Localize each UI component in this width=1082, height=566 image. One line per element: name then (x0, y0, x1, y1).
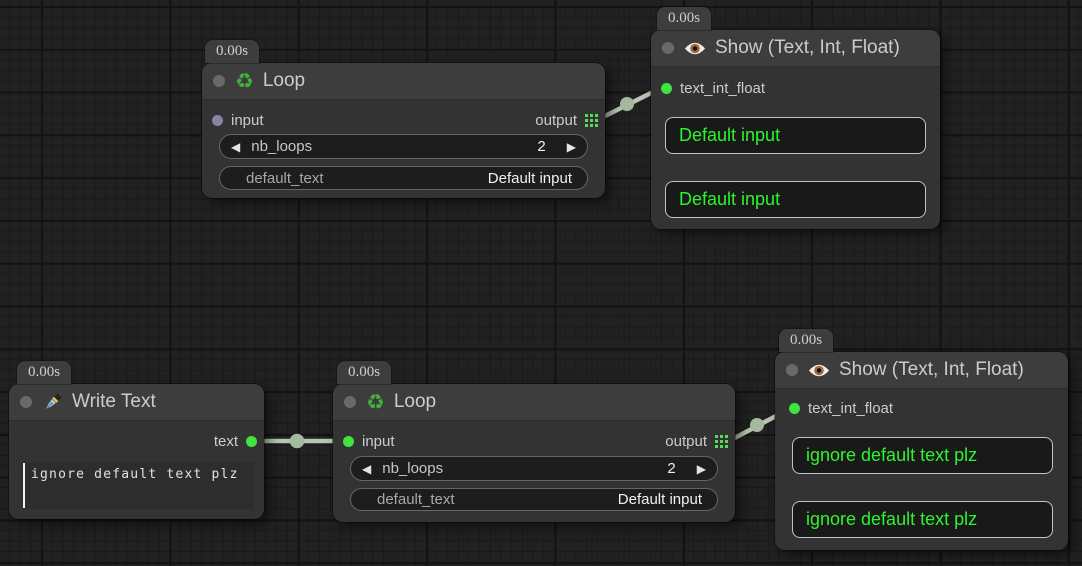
execution-time-badge: 0.00s (779, 329, 834, 352)
nb-loops-widget[interactable]: ◀ nb_loops 2 ▶ (350, 456, 718, 481)
widget-label: nb_loops (382, 460, 444, 477)
increment-arrow-icon[interactable]: ▶ (696, 461, 706, 476)
input-slot-dot[interactable] (212, 114, 223, 126)
increment-arrow-icon[interactable]: ▶ (566, 139, 576, 154)
text-display-box: Default input (665, 117, 926, 154)
node-title: Loop (262, 70, 306, 91)
output-slot-dot[interactable] (246, 435, 257, 447)
output-grid-icon[interactable] (715, 434, 728, 448)
default-text-widget[interactable]: default_text Default input (219, 166, 588, 190)
output-slot-label: output (665, 432, 707, 450)
fountain-pen-icon (42, 392, 63, 413)
input-slot-label: text_int_float (808, 399, 894, 417)
node-loop-top[interactable]: 0.00s ♻ Loop input output (202, 40, 605, 198)
input-slot-label: text_int_float (680, 79, 766, 97)
execution-time-badge: 0.00s (17, 361, 72, 384)
text-input-area[interactable]: ignore default text plz (22, 462, 254, 509)
input-slot-dot[interactable] (789, 402, 800, 414)
input-slot-label: input (362, 432, 395, 450)
link-midpoint-dot[interactable] (620, 97, 634, 111)
input-slot-dot[interactable] (343, 435, 354, 447)
node-show-top[interactable]: 0.00s Show (Text, Int, Float) text_int_f… (651, 7, 940, 229)
collapse-dot-icon[interactable] (344, 396, 356, 408)
decrement-arrow-icon[interactable]: ◀ (362, 461, 372, 476)
execution-time-badge: 0.00s (205, 40, 260, 63)
eye-icon (684, 40, 706, 57)
default-text-widget[interactable]: default_text Default input (350, 488, 718, 511)
node-show-bottom[interactable]: 0.00s Show (Text, Int, Float) text_int_f… (775, 329, 1068, 550)
widget-value: Default input (487, 169, 572, 187)
widget-label: default_text (377, 491, 455, 508)
recycle-icon: ♻ (366, 389, 385, 414)
input-slot-label: input (231, 111, 264, 129)
widget-label: default_text (246, 169, 324, 187)
node-title-bar[interactable]: Show (Text, Int, Float) (651, 30, 940, 67)
widget-label: nb_loops (251, 138, 313, 155)
recycle-icon: ♻ (235, 68, 254, 93)
collapse-dot-icon[interactable] (662, 42, 674, 54)
node-title: Show (Text, Int, Float) (715, 37, 900, 58)
node-title-bar[interactable]: Show (Text, Int, Float) (775, 352, 1068, 389)
node-write-text[interactable]: 0.00s Write Text text (9, 361, 264, 519)
decrement-arrow-icon[interactable]: ◀ (231, 139, 241, 154)
output-slot-label: text (213, 432, 238, 450)
text-display-box: ignore default text plz (792, 437, 1053, 474)
nb-loops-widget[interactable]: ◀ nb_loops 2 ▶ (219, 134, 588, 159)
node-loop-bottom[interactable]: 0.00s ♻ Loop input output (333, 361, 735, 522)
collapse-dot-icon[interactable] (213, 75, 225, 87)
node-title: Write Text (72, 391, 156, 412)
text-cursor (23, 463, 25, 508)
node-title-bar[interactable]: Write Text (9, 384, 264, 421)
execution-time-badge: 0.00s (657, 7, 712, 30)
link-midpoint-dot[interactable] (750, 418, 764, 432)
node-title: Show (Text, Int, Float) (839, 359, 1024, 380)
node-title-bar[interactable]: ♻ Loop (333, 384, 735, 421)
widget-value: 2 (667, 460, 676, 477)
text-display-box: ignore default text plz (792, 501, 1053, 538)
collapse-dot-icon[interactable] (20, 396, 32, 408)
node-title-bar[interactable]: ♻ Loop (202, 63, 605, 100)
text-input[interactable]: ignore default text plz (22, 462, 254, 509)
eye-icon (808, 362, 830, 379)
text-display-box: Default input (665, 181, 926, 218)
collapse-dot-icon[interactable] (786, 364, 798, 376)
output-grid-icon[interactable] (585, 113, 598, 127)
widget-value: Default input (617, 491, 702, 508)
node-title: Loop (393, 391, 437, 412)
widget-value: 2 (537, 138, 546, 155)
output-slot-label: output (535, 111, 577, 129)
execution-time-badge: 0.00s (337, 361, 392, 384)
input-slot-dot[interactable] (661, 82, 672, 94)
link-midpoint-dot[interactable] (289, 433, 305, 449)
